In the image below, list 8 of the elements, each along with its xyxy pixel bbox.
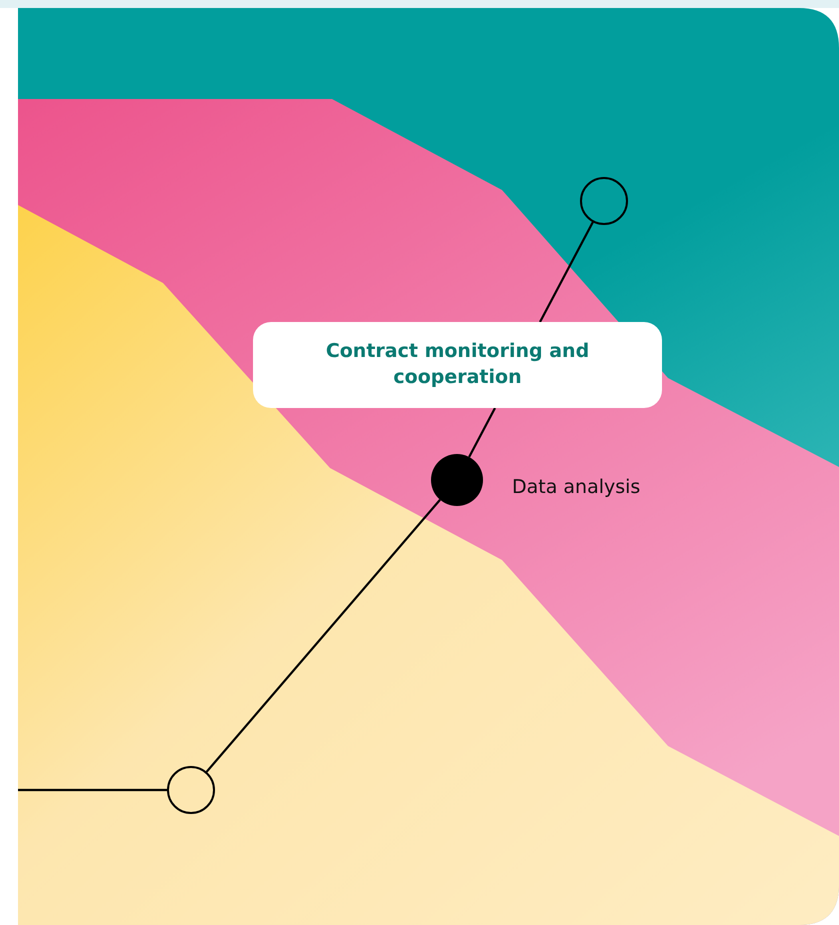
connector-line	[18, 788, 167, 792]
node-caption: Data analysis	[512, 476, 640, 498]
open-circle-marker	[580, 177, 628, 225]
text-box	[253, 322, 662, 408]
connector-line	[539, 222, 594, 323]
connector-line	[468, 407, 496, 458]
box-title: Contract monitoring and cooperation	[324, 339, 590, 390]
open-circle-marker	[167, 766, 215, 814]
